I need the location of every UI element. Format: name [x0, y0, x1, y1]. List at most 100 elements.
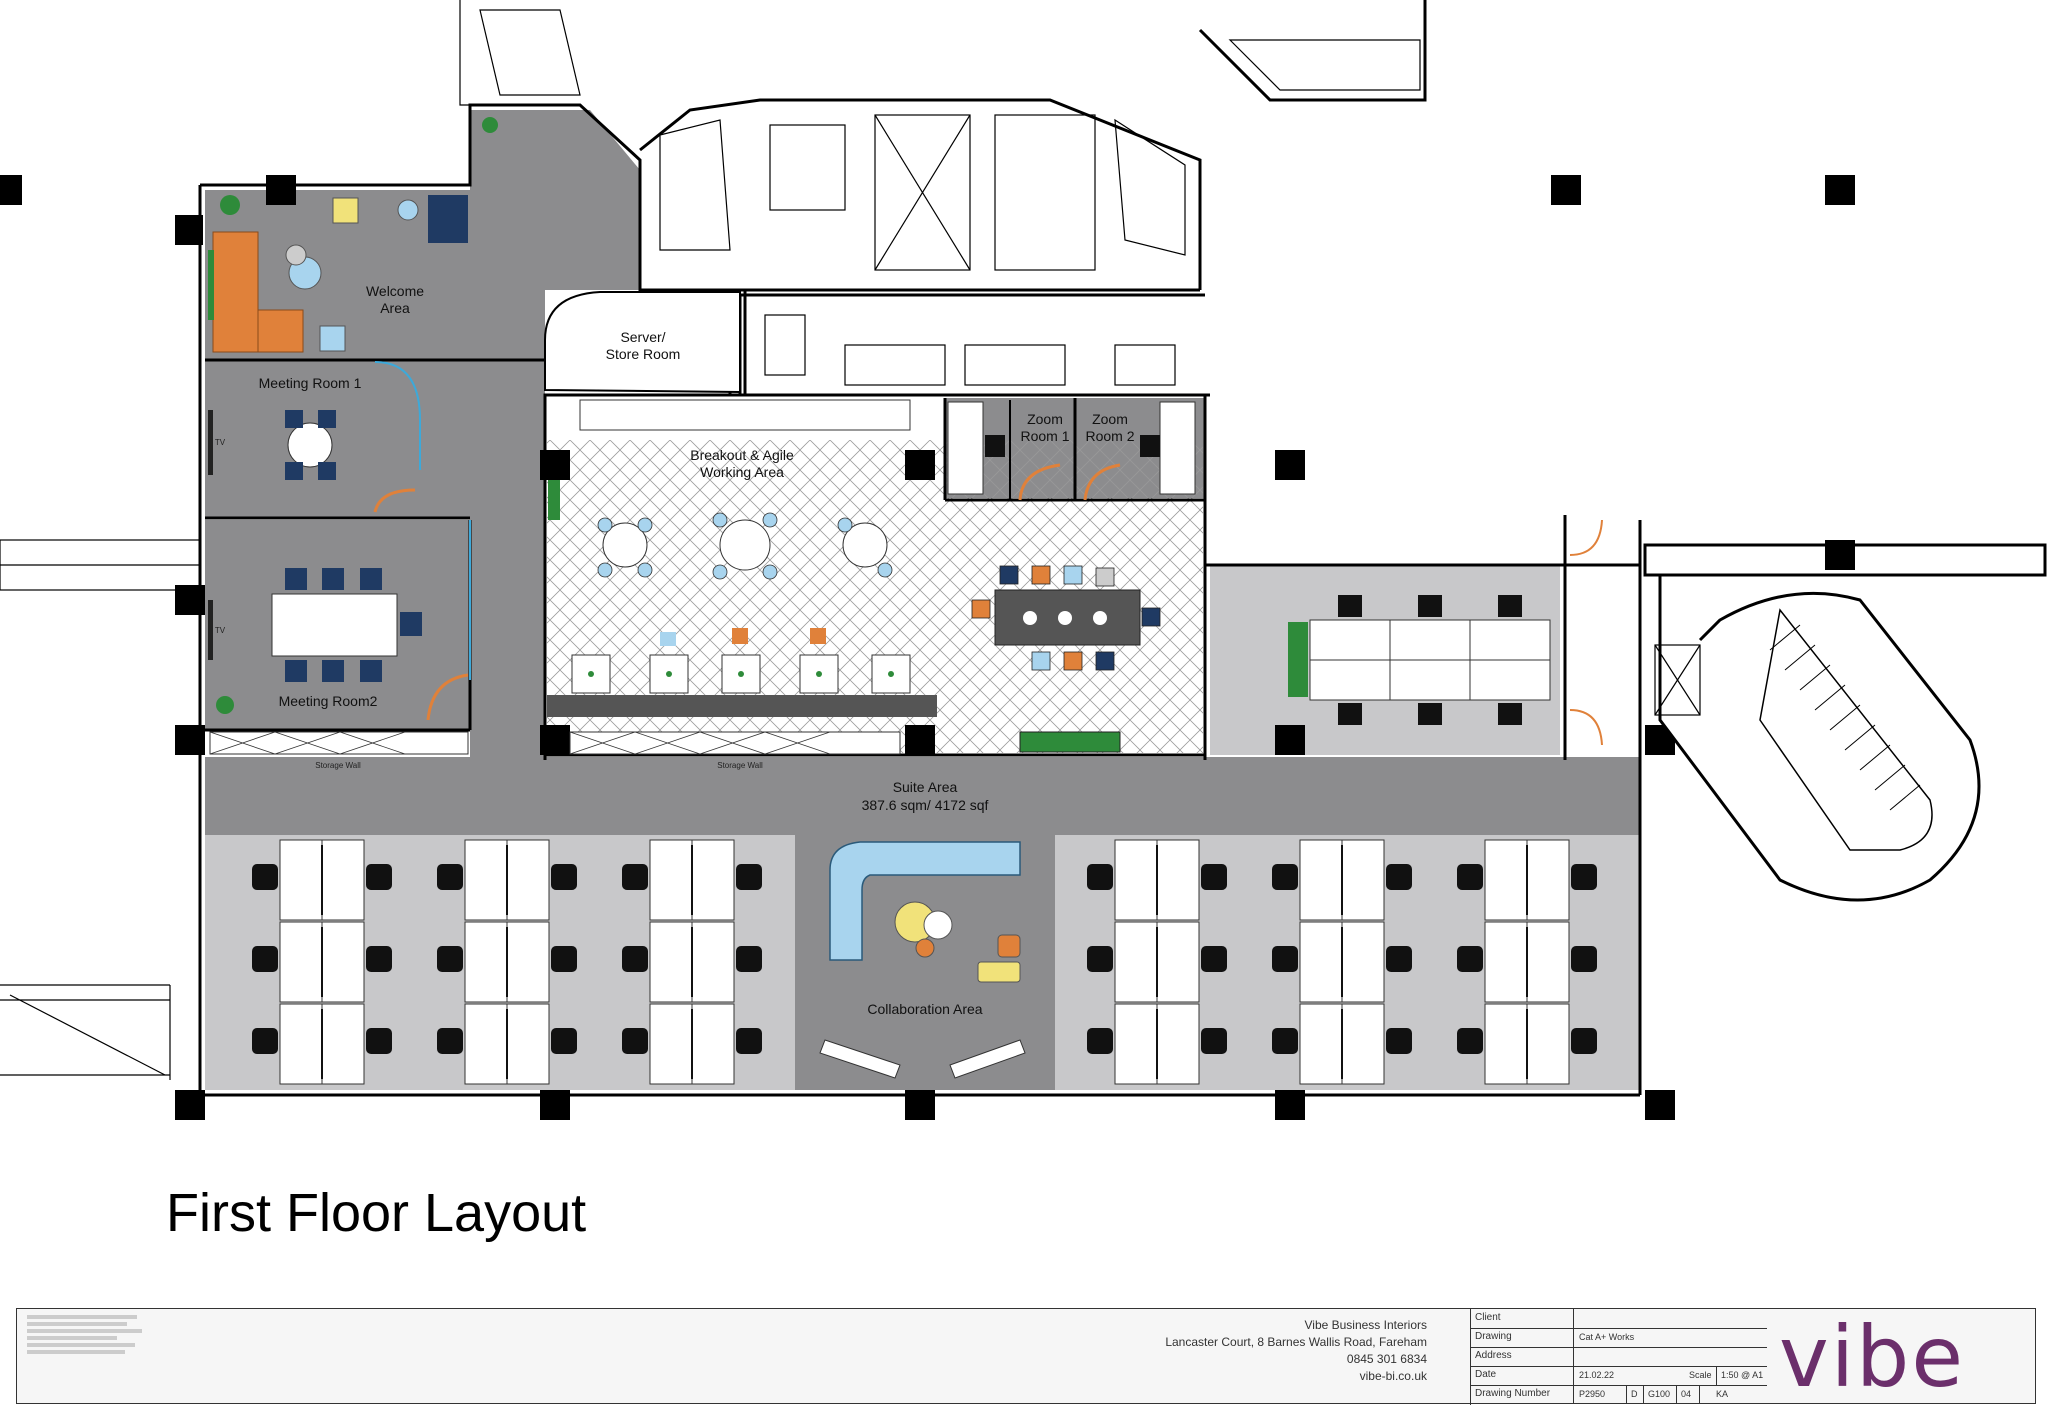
company-phone: 0845 301 6834	[1346, 1352, 1427, 1366]
drawing-value: Cat A+ Works	[1579, 1332, 1635, 1342]
zoom-room-furniture	[947, 400, 1196, 501]
drawing-info-grid: Client Drawing Cat A+ Works Address Date…	[1470, 1309, 1767, 1405]
workstation-chair	[437, 946, 463, 972]
welcome-area-label: Welcome	[366, 283, 424, 299]
workstation-chair	[366, 946, 392, 972]
workstation-desk	[1299, 839, 1343, 921]
workstation-desk	[1526, 839, 1570, 921]
storage-walls	[209, 695, 937, 755]
workstation-desk	[1341, 839, 1385, 921]
room-labels: Welcome Area Server/ Store Room Meeting …	[215, 283, 1135, 1017]
title-block: Vibe Business Interiors Lancaster Court,…	[16, 1308, 2036, 1406]
company-web: vibe-bi.co.uk	[1359, 1369, 1427, 1383]
client-row: Client	[1471, 1309, 1767, 1329]
workstation-chair	[437, 1028, 463, 1054]
welcome-area-label-2: Area	[380, 300, 410, 316]
drawing-number-part-5: KA	[1716, 1389, 1729, 1399]
workstation-chair	[551, 946, 577, 972]
workstation-desk	[464, 921, 508, 1003]
address-row: Address	[1471, 1347, 1767, 1367]
workstation-desk	[506, 839, 550, 921]
workstation-desk	[279, 1003, 323, 1085]
workstation-chair	[1272, 1028, 1298, 1054]
workstation-desk	[1484, 1003, 1528, 1085]
page-title: First Floor Layout	[166, 1183, 587, 1243]
date-label: Date	[1475, 1369, 1497, 1380]
workstation-desk	[1341, 921, 1385, 1003]
workstation-chair	[1386, 1028, 1412, 1054]
zoom-room-2-label-2: Room 2	[1085, 428, 1134, 444]
workstation-chair	[1272, 946, 1298, 972]
workstation-chair	[736, 946, 762, 972]
address-label: Address	[1475, 1350, 1512, 1361]
workstation-desk	[279, 921, 323, 1003]
workstation-desk	[1114, 839, 1158, 921]
scale-label: Scale	[1689, 1370, 1712, 1380]
breakout-label-2: Working Area	[700, 464, 784, 480]
workstation-chair	[1272, 864, 1298, 890]
stairwell	[1643, 543, 2047, 902]
workstation-chair	[252, 1028, 278, 1054]
disclaimer-text	[27, 1315, 147, 1357]
workstation-desk	[1526, 921, 1570, 1003]
workstation-chair	[622, 864, 648, 890]
workstation-desk	[649, 1003, 693, 1085]
meeting-room-1-label: Meeting Room 1	[259, 375, 362, 391]
workstation-desk	[1156, 839, 1200, 921]
columns	[0, 175, 1855, 1120]
workstation-chair	[437, 864, 463, 890]
workstation-desk	[1156, 921, 1200, 1003]
workstation-chair	[736, 864, 762, 890]
workstation-clusters	[252, 839, 1597, 1085]
workstation-desk	[1299, 921, 1343, 1003]
workstation-chair	[1457, 1028, 1483, 1054]
drawing-number-part-2: D	[1631, 1389, 1638, 1399]
workstation-desk	[691, 839, 735, 921]
company-address: Lancaster Court, 8 Barnes Wallis Road, F…	[1165, 1335, 1427, 1349]
workstation-chair	[1201, 946, 1227, 972]
workstation-desk	[321, 921, 365, 1003]
workstation-desk	[464, 1003, 508, 1085]
orange-sofa	[212, 231, 259, 353]
workstation-desk	[1156, 1003, 1200, 1085]
vibe-logo: vibe	[1779, 1308, 1966, 1406]
zoom-room-2-label: Zoom	[1092, 411, 1128, 427]
workstation-chair	[366, 1028, 392, 1054]
workstation-desk	[464, 839, 508, 921]
workstation-desk	[1341, 1003, 1385, 1085]
server-room-label-2: Store Room	[606, 346, 681, 362]
workstation-desk	[649, 921, 693, 1003]
tv-label-1: TV	[215, 438, 226, 447]
workstation-desk	[1484, 839, 1528, 921]
workstation-chair	[622, 1028, 648, 1054]
workstation-desk	[321, 839, 365, 921]
workstation-desk	[321, 1003, 365, 1085]
zoom-room-1-label: Zoom	[1027, 411, 1063, 427]
workstation-desk	[1526, 1003, 1570, 1085]
workstation-chair	[1201, 1028, 1227, 1054]
zoom-room-1-label-2: Room 1	[1020, 428, 1069, 444]
workstation-chair	[366, 864, 392, 890]
workstation-desk	[1114, 921, 1158, 1003]
date-value: 21.02.22	[1579, 1370, 1615, 1380]
suite-area-size: 387.6 sqm/ 4172 sqf	[862, 797, 989, 813]
workstation-chair	[1571, 946, 1597, 972]
workstation-chair	[551, 864, 577, 890]
collaboration-furniture	[819, 841, 1026, 1079]
collaboration-area-label: Collaboration Area	[867, 1001, 982, 1017]
workstation-desk	[649, 839, 693, 921]
drawing-number-label: Drawing Number	[1475, 1388, 1551, 1399]
company-name: Vibe Business Interiors	[1304, 1318, 1427, 1332]
drawing-number-part-1: P2950	[1579, 1389, 1606, 1399]
workstation-chair	[1087, 946, 1113, 972]
workstation-chair	[1457, 946, 1483, 972]
breakout-furniture	[548, 399, 1161, 753]
workstation-desk	[506, 921, 550, 1003]
workstation-chair	[1087, 864, 1113, 890]
server-room-label: Server/	[620, 329, 665, 345]
workstation-chair	[1386, 946, 1412, 972]
workstation-chair	[252, 946, 278, 972]
meeting-room-2-furniture	[208, 520, 471, 721]
workstation-desk	[1484, 921, 1528, 1003]
